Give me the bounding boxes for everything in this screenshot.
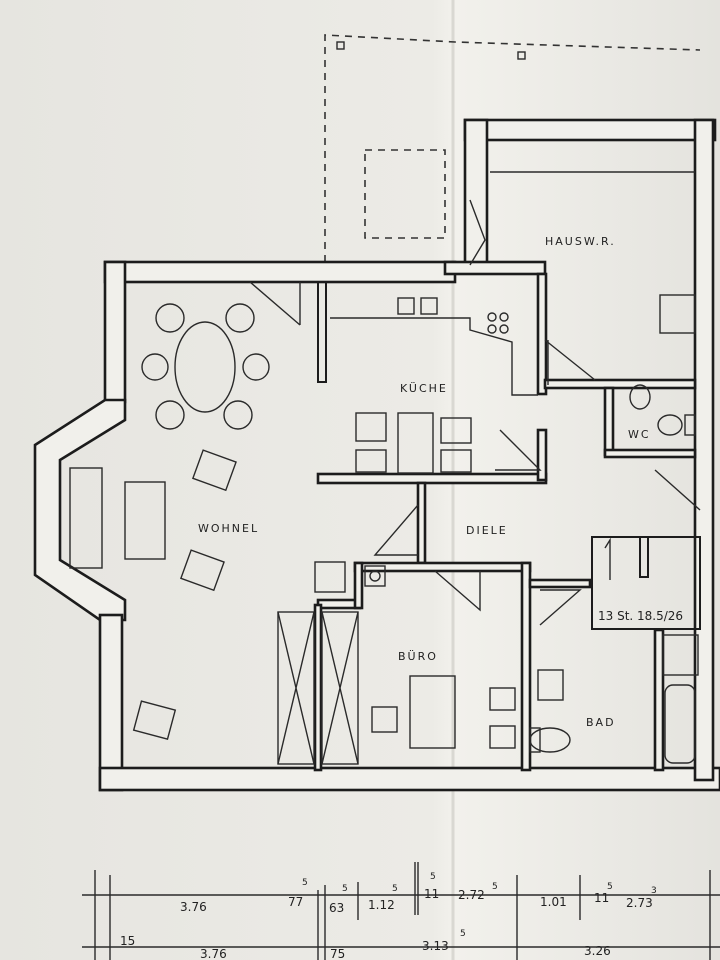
dim-label: 11	[424, 887, 439, 901]
dining-table	[174, 321, 236, 413]
dim-label: 5	[492, 882, 498, 892]
dim-label: 5	[392, 884, 398, 894]
dim-label: 3.76	[200, 947, 227, 960]
door-swings	[249, 199, 701, 626]
dim-label: 2.72	[458, 888, 485, 902]
room-label-kueche: KÜCHE	[400, 382, 448, 395]
dim-label: 5	[460, 929, 466, 939]
terrace-outline	[324, 34, 701, 262]
furniture	[69, 171, 699, 765]
dim-label: 63	[329, 901, 344, 915]
room-label-wc: WC	[628, 428, 651, 441]
dimension-chain-row2: 15 3.76 75 3.13 5 3.26	[82, 929, 720, 960]
room-label-bad: BAD	[586, 716, 616, 729]
dim-label: 77	[288, 895, 303, 909]
stairs-label: 13 St. 18.5/26	[598, 609, 683, 623]
room-label-hauswirtschaft: HAUSW.R.	[545, 235, 616, 248]
dimension-chain-row1: 3.76 77 5 63 5 1.12 5 11 5 2.72 5 1.01 1…	[82, 862, 720, 960]
dim-label: 5	[342, 884, 348, 894]
room-label-wohnen: WOHNEL	[198, 522, 259, 535]
dim-label: 1.01	[540, 895, 567, 909]
dim-label: 3	[651, 886, 657, 896]
dim-label: 1.12	[368, 898, 395, 912]
dim-label: 15	[120, 934, 135, 948]
room-label-diele: DIELE	[466, 524, 508, 537]
dim-label: 5	[430, 872, 436, 882]
dim-label: 11	[594, 891, 609, 905]
dim-label: 75	[330, 947, 345, 960]
room-label-buero: BÜRO	[398, 650, 438, 663]
dim-label: 5	[607, 882, 613, 892]
dim-label: 3.13	[422, 939, 449, 953]
dim-label: 5	[302, 878, 308, 888]
dim-label: 3.26	[584, 944, 611, 958]
staircase: 13 St. 18.5/26	[591, 536, 701, 630]
dim-label: 3.76	[180, 900, 207, 914]
dim-label: 2.73	[626, 896, 653, 910]
room-labels: WOHNEL KÜCHE DIELE HAUSW.R. WC BÜRO BAD	[198, 235, 651, 729]
